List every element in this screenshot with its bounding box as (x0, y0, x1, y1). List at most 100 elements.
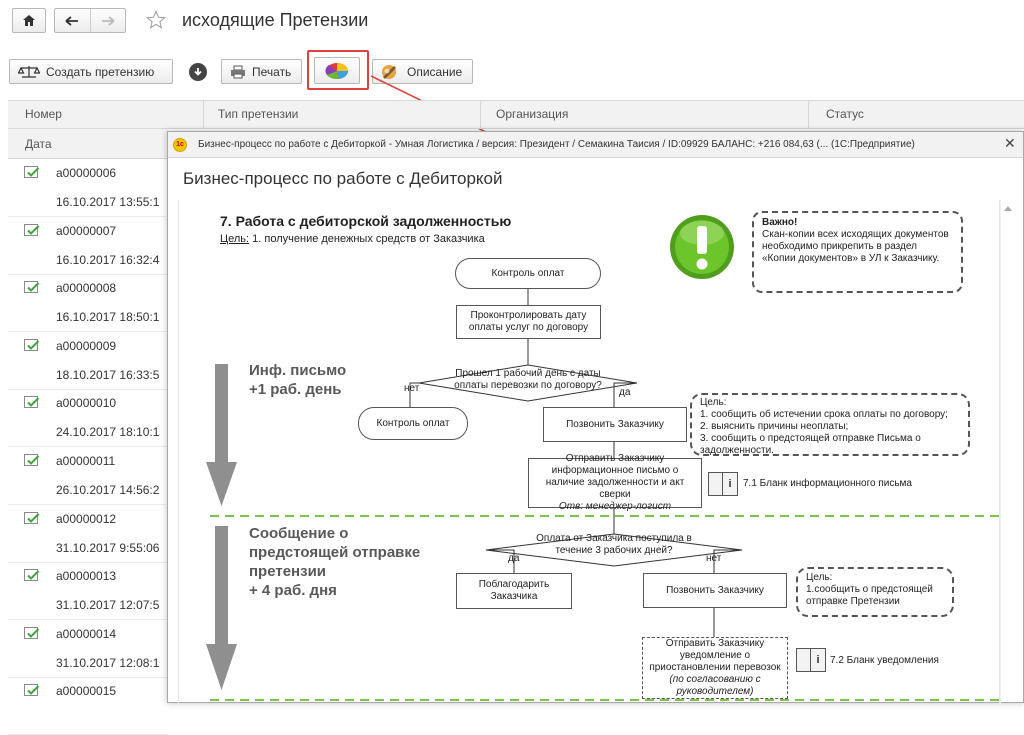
app-1c-icon: 1с (173, 138, 187, 152)
star-icon[interactable] (146, 10, 166, 30)
send-letter-text: Отправить Заказчику информационное письм… (545, 453, 685, 500)
decision2-yes: да (508, 553, 520, 564)
row-number: а00000010 (56, 396, 117, 410)
section-goal: Цель: 1. получение денежных средств от З… (220, 233, 485, 245)
row-number: а00000006 (56, 166, 117, 180)
check-date-box: Проконтролировать дату оплаты услуг по д… (456, 305, 601, 339)
send-notice-box: Отправить Заказчику уведомление о приост… (642, 637, 788, 699)
control-payments-top: Контроль оплат (455, 258, 601, 289)
thank-customer: Поблагодарить Заказчика (456, 573, 572, 609)
row-date: 31.10.2017 12:08:1 (56, 656, 160, 670)
column-date[interactable]: Дата (25, 137, 52, 151)
subheader (8, 129, 168, 159)
document-posted-icon (24, 166, 40, 178)
column-divider (480, 101, 481, 128)
row-number: а00000013 (56, 569, 117, 583)
goal-box-2-line1: Цель: (806, 572, 833, 583)
row-number: а00000007 (56, 224, 117, 238)
goal-box-2: Цель: 1.сообщить о предстоящей отправке … (796, 567, 954, 617)
popup-heading: Бизнес-процесс по работе с Дебиторкой (183, 169, 503, 188)
scroll-up-arrow[interactable] (1004, 206, 1012, 211)
decision1-text: Прошел 1 рабочий день с даты оплаты пере… (454, 368, 602, 391)
goal-box-1: Цель: 1. сообщить об истечении срока опл… (690, 393, 970, 456)
document-posted-icon (24, 684, 40, 696)
popup-titlebar: 1с Бизнес-процесс по работе с Дебиторкой… (168, 132, 1023, 158)
stage2-title: Сообщение о предстоящей отправке претенз… (249, 524, 420, 600)
goal-box-1-line1: Цель: (700, 397, 727, 408)
close-icon[interactable]: ✕ (1004, 135, 1016, 151)
document-icon: i (796, 648, 826, 672)
section-title: 7. Работа с дебиторской задолженностью (220, 213, 512, 229)
forward-button[interactable] (91, 9, 126, 32)
important-text: Скан-копии всех исходящих документов нео… (762, 229, 949, 264)
column-divider (808, 101, 809, 128)
document-posted-icon (24, 396, 40, 408)
stage2-line2: предстоящей отправке (249, 544, 421, 561)
column-divider (203, 101, 204, 128)
document-icon: i (708, 472, 738, 496)
send-notice-text: Отправить Заказчику уведомление о приост… (649, 638, 781, 673)
description-icon (382, 64, 396, 79)
important-title: Важно! (762, 217, 798, 228)
document-posted-icon (24, 454, 40, 466)
call-customer-1: Позвонить Заказчику (543, 407, 687, 442)
stage1-title: Инф. письмо +1 раб. день (249, 361, 346, 399)
download-button[interactable] (189, 63, 207, 81)
table-header (8, 100, 1024, 129)
scrollbar[interactable] (1000, 200, 1016, 704)
table-row[interactable]: а00000010 24.10.2017 18:10:1 (8, 389, 168, 447)
row-date: 24.10.2017 18:10:1 (56, 425, 160, 439)
home-icon (23, 15, 35, 26)
decision1-yes: да (619, 387, 631, 398)
document-posted-icon (24, 627, 40, 639)
home-button[interactable] (12, 8, 46, 33)
row-number: а00000008 (56, 281, 117, 295)
print-label: Печать (252, 64, 292, 79)
document-posted-icon (24, 224, 40, 236)
row-date: 31.10.2017 9:55:06 (56, 541, 160, 555)
document-posted-icon (24, 512, 40, 524)
description-button[interactable]: Описание (372, 59, 473, 84)
row-number: а00000009 (56, 339, 117, 353)
document-posted-icon (24, 339, 40, 351)
create-claim-label: Создать претензию (46, 64, 155, 79)
table-row[interactable]: а00000007 16.10.2017 16:32:4 (8, 217, 168, 275)
description-label: Описание (407, 64, 463, 79)
column-status[interactable]: Статус (826, 107, 864, 121)
arrow-down-icon (194, 68, 202, 76)
doc2-label[interactable]: 7.2 Бланк уведомления (830, 655, 939, 666)
goal-box-1-line4: 3. сообщить о предстоящей отправке Письм… (700, 433, 921, 456)
print-button[interactable]: Печать (221, 59, 302, 84)
goal-label: Цель: (220, 233, 250, 245)
back-button[interactable] (55, 9, 91, 32)
business-process-button[interactable] (314, 57, 360, 84)
row-date: 26.10.2017 14:56:2 (56, 483, 160, 497)
decision2-no: нет (706, 553, 722, 564)
send-letter-box: Отправить Заказчику информационное письм… (528, 453, 702, 512)
column-number[interactable]: Номер (25, 107, 62, 121)
column-organization[interactable]: Организация (496, 107, 569, 121)
decision2-text: Оплата от Заказчика поступила в течение … (536, 533, 692, 556)
stage2-line3: претензии (249, 563, 327, 580)
create-claim-button[interactable]: Создать претензию (9, 59, 173, 84)
doc1-label[interactable]: 7.1 Бланк информационного письма (743, 478, 912, 489)
page-title: исходящие Претензии (182, 10, 369, 30)
stage1-line1: Инф. письмо (249, 362, 347, 379)
important-icon (670, 215, 734, 279)
column-claim-type[interactable]: Тип претензии (218, 107, 299, 121)
important-note: Важно! Скан-копии всех исходящих докумен… (752, 211, 963, 293)
call-customer-2: Позвонить Заказчику (643, 573, 787, 608)
arrow-left-icon (65, 15, 79, 26)
goal-box-1-line2: 1. сообщить об истечении срока оплаты по… (700, 409, 948, 420)
goal-text: 1. получение денежных средств от Заказчи… (249, 233, 485, 245)
printer-icon (231, 65, 245, 78)
goal-box-1-line3: 2. выяснить причины неоплаты; (700, 421, 849, 432)
row-date: 16.10.2017 16:32:4 (56, 253, 160, 267)
